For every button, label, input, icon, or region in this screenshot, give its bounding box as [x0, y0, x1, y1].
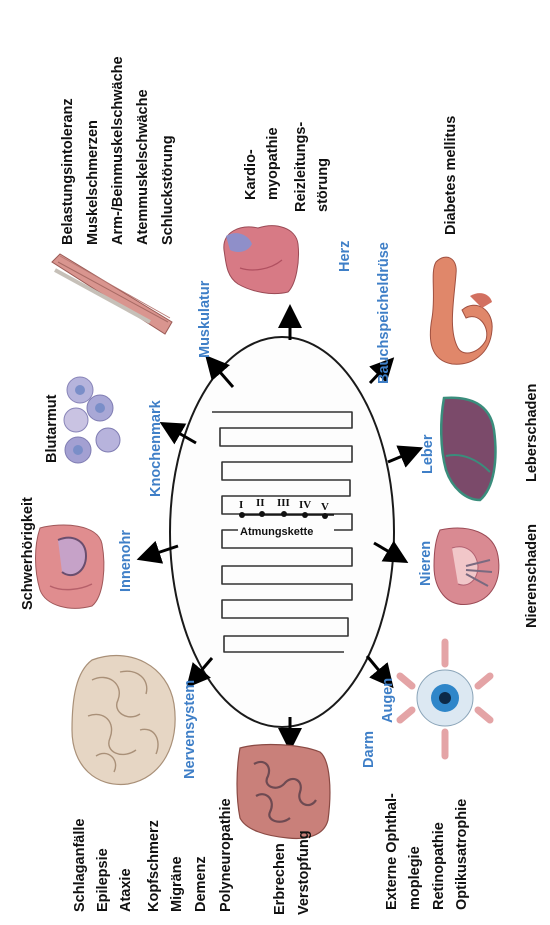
symptom-diabetes: Diabetes mellitus	[443, 116, 459, 235]
symptoms-nervensystem: Schlaganfälle Epilepsie Ataxie Kopfschme…	[72, 798, 234, 912]
organ-label-muskulatur: Muskulatur	[197, 280, 213, 358]
complex-4-label: IV	[299, 499, 311, 511]
symptoms-darm: Erbrechen Verstopfung	[272, 830, 312, 915]
symptom-text: Verstopfung	[296, 830, 312, 915]
symptom-blutarmut: Blutarmut	[44, 394, 60, 463]
symptom-text: Ataxie	[118, 868, 134, 912]
symptom-text: myopathie	[265, 127, 281, 200]
symptom-text: Schlaganfälle	[72, 819, 88, 912]
symptom-text: Belastungsintoleranz	[60, 98, 76, 245]
respiratory-chain-label: Atmungskette	[240, 526, 313, 538]
symptom-text: Erbrechen	[272, 843, 288, 915]
symptom-text: Demenz	[193, 856, 209, 912]
symptom-text: Reizleitungs-	[293, 122, 309, 212]
arrow-leber	[388, 452, 412, 462]
symptom-text: störung	[315, 158, 331, 212]
symptom-text: Arm-/Beinmuskelschwäche	[110, 56, 126, 245]
complex-2-label: II	[256, 497, 265, 509]
symptom-text: Kopfschmerz	[146, 820, 162, 912]
symptom-text: moplegie	[407, 846, 423, 910]
kidney-illustration	[434, 528, 499, 604]
organ-label-nervensystem: Nervensystem	[182, 680, 198, 779]
pancreas-illustration	[430, 257, 492, 364]
organ-label-bauchspeicheldruese: Bauchspeicheldrüse	[376, 242, 392, 384]
complex-1-label: I	[239, 499, 243, 511]
symptoms-muskulatur: Belastungsintoleranz Muskelschmerzen Arm…	[60, 56, 176, 245]
organ-label-nieren: Nieren	[418, 541, 434, 586]
eye-illustration	[400, 642, 490, 756]
symptom-text: Retinopathie	[431, 822, 447, 910]
symptom-text: Externe Ophthal-	[384, 793, 400, 910]
symptom-text: Atemmuskelschwäche	[135, 89, 151, 245]
brain-illustration	[72, 656, 175, 785]
blood-cells-illustration	[64, 377, 120, 463]
organ-label-augen: Augen	[380, 678, 396, 723]
muscle-illustration	[52, 254, 172, 334]
organ-label-herz: Herz	[337, 241, 353, 272]
arrow-augen	[367, 656, 386, 679]
organ-label-innenohr: Innenohr	[118, 530, 134, 592]
organ-label-leber: Leber	[420, 434, 436, 474]
symptoms-augen: Externe Ophthal- moplegie Retinopathie O…	[384, 793, 470, 910]
symptom-text: Muskelschmerzen	[85, 120, 101, 245]
inner-ear-illustration	[36, 525, 104, 608]
symptom-schwerhoerigkeit: Schwerhörigkeit	[20, 497, 36, 610]
symptom-text: Optikusatrophie	[454, 799, 470, 910]
symptom-nierenschaden: Nierenschaden	[524, 524, 540, 628]
organ-label-knochenmark: Knochenmark	[148, 399, 164, 497]
liver-illustration	[441, 398, 495, 500]
symptom-text: Epilepsie	[95, 848, 111, 912]
bowel-illustration	[237, 745, 330, 839]
symptom-text: Kardio-	[243, 149, 259, 200]
complex-5-label: V	[321, 501, 329, 513]
complex-3-label: III	[277, 497, 290, 509]
organ-label-darm: Darm	[361, 731, 377, 768]
symptom-text: Schluckstörung	[160, 135, 176, 245]
symptoms-herz: Kardio- myopathie Reizleitungs- störung	[243, 122, 331, 212]
symptom-text: Polyneuropathie	[218, 798, 234, 912]
symptom-text: Migräne	[169, 856, 185, 912]
symptom-leberschaden: Leberschaden	[524, 384, 540, 482]
heart-illustration	[224, 226, 299, 294]
